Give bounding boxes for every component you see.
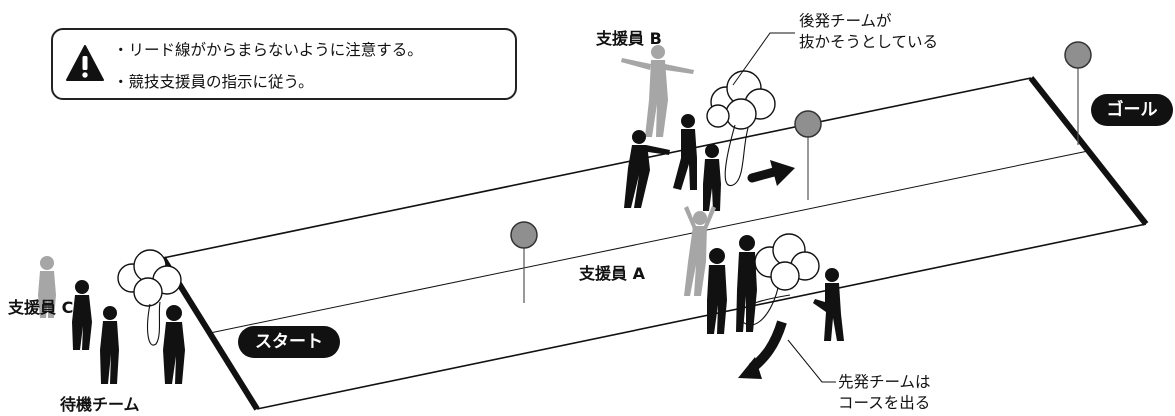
supporter-b-label: 支援員 B: [596, 29, 662, 48]
caution-rule: ・リード線がからまらないように注意する。: [113, 41, 423, 59]
waiting-team-label: 待機チーム: [60, 395, 140, 414]
balloon-marker: [794, 110, 822, 200]
goal-badge: ゴール: [1091, 94, 1173, 126]
runner-team: [707, 235, 844, 341]
supporter-c-label: 支援員 C: [8, 298, 74, 317]
start-badge: スタート: [238, 326, 340, 358]
supporter-a-label: 支援員 A: [579, 264, 645, 283]
caution-box: ・リード線がからまらないように注意する。 ・競技支援員の指示に従う。: [51, 28, 517, 100]
exiting-callout: 先発チームは コースを出る: [838, 373, 931, 412]
warning-icon: [66, 45, 104, 81]
cloud: [754, 233, 820, 291]
waiting-team-figures: [72, 280, 185, 384]
exit-arrow: [738, 320, 787, 379]
cloud: [117, 249, 182, 307]
caution-rule: ・競技支援員の指示に従う。: [113, 73, 314, 91]
runner-team: [624, 114, 721, 211]
callout-leader: [732, 32, 795, 86]
goal-line: [1028, 76, 1149, 226]
balloon-marker: [1064, 41, 1092, 145]
supporter-c-figure: [38, 256, 56, 318]
balloon-marker: [510, 221, 538, 303]
supporter-a-figure: [684, 206, 716, 296]
overtaking-callout: 後発チームが 抜かそうとしている: [799, 12, 939, 51]
supporter-b-figure: [621, 45, 694, 137]
forward-arrow: [747, 160, 795, 186]
cloud: [706, 70, 776, 130]
course: [160, 76, 1149, 411]
callout-leader: [787, 339, 836, 383]
